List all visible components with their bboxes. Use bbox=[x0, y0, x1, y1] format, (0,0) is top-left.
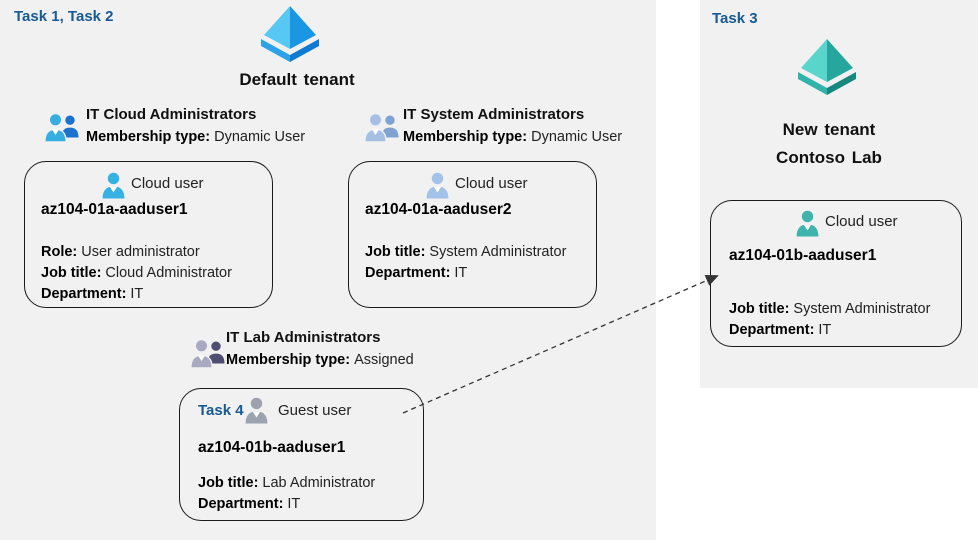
user-type-label: Guest user bbox=[278, 402, 352, 419]
it-system-administrators-group-icon bbox=[364, 112, 400, 143]
cloud-user2-card: Cloud user az104-01a-aaduser2 Job title:… bbox=[348, 161, 597, 308]
new-tenant-user-card: Cloud user az104-01b-aaduser1 Job title:… bbox=[710, 200, 962, 347]
job-title-field: Job title:Cloud Administrator bbox=[41, 265, 232, 281]
job-title-field: Job title:System Administrator bbox=[729, 301, 931, 317]
task-4-label: Task 4 bbox=[198, 402, 244, 419]
guest-user-card: Task 4 Guest user az104-01b-aaduser1 Job… bbox=[179, 388, 424, 521]
new-tenant-title-line1: New tenant bbox=[782, 120, 876, 139]
user-name: az104-01a-aaduser1 bbox=[41, 201, 188, 218]
task-1-2-label: Task 1, Task 2 bbox=[14, 8, 114, 25]
it-cloud-administrators-membership: Membership type:Dynamic User bbox=[86, 129, 305, 145]
cloud-user-icon bbox=[425, 172, 450, 199]
cloud-user1-card: Cloud user az104-01a-aaduser1 Role:User … bbox=[24, 161, 273, 308]
membership-type-value: Dynamic User bbox=[531, 129, 623, 145]
membership-type-value: Assigned bbox=[354, 352, 414, 368]
department-field: Department:IT bbox=[198, 496, 301, 512]
it-system-administrators-group-name: IT System Administrators bbox=[403, 106, 585, 123]
membership-type-label: Membership type: bbox=[226, 352, 351, 368]
it-lab-administrators-group-name: IT Lab Administrators bbox=[226, 329, 381, 346]
it-lab-administrators-membership: Membership type:Assigned bbox=[226, 352, 414, 368]
role-field: Role:User administrator bbox=[41, 244, 200, 260]
user-type-label: Cloud user bbox=[455, 175, 528, 192]
guest-user-icon bbox=[244, 397, 269, 424]
default-tenant-title: Default tenant bbox=[239, 70, 355, 89]
department-field: Department:IT bbox=[41, 286, 144, 302]
new-tenant-panel: Task 3 New tenant Contoso Lab Cloud user bbox=[700, 0, 978, 388]
user-type-label: Cloud user bbox=[131, 175, 204, 192]
user-type-label: Cloud user bbox=[825, 213, 898, 230]
membership-type-label: Membership type: bbox=[86, 129, 211, 145]
membership-type-label: Membership type: bbox=[403, 129, 528, 145]
default-tenant-panel: Task 1, Task 2 Default tenant IT Cloud A… bbox=[0, 0, 656, 540]
it-lab-administrators-group-icon bbox=[190, 338, 226, 369]
department-field: Department:IT bbox=[729, 322, 832, 338]
cloud-user-icon bbox=[101, 172, 126, 199]
it-system-administrators-membership: Membership type:Dynamic User bbox=[403, 129, 622, 145]
membership-type-value: Dynamic User bbox=[214, 129, 306, 145]
task-3-label: Task 3 bbox=[712, 10, 758, 27]
it-cloud-administrators-group-name: IT Cloud Administrators bbox=[86, 106, 257, 123]
new-tenant-icon bbox=[795, 38, 859, 96]
it-cloud-administrators-group-icon bbox=[44, 112, 80, 143]
user-name: az104-01b-aaduser1 bbox=[198, 439, 346, 456]
department-field: Department:IT bbox=[365, 265, 468, 281]
user-name: az104-01b-aaduser1 bbox=[729, 247, 877, 264]
job-title-field: Job title:System Administrator bbox=[365, 244, 567, 260]
default-tenant-icon bbox=[258, 5, 322, 63]
user-name: az104-01a-aaduser2 bbox=[365, 201, 512, 218]
cloud-user-icon bbox=[795, 210, 820, 237]
new-tenant-title-line2: Contoso Lab bbox=[776, 148, 882, 167]
job-title-field: Job title:Lab Administrator bbox=[198, 475, 376, 491]
